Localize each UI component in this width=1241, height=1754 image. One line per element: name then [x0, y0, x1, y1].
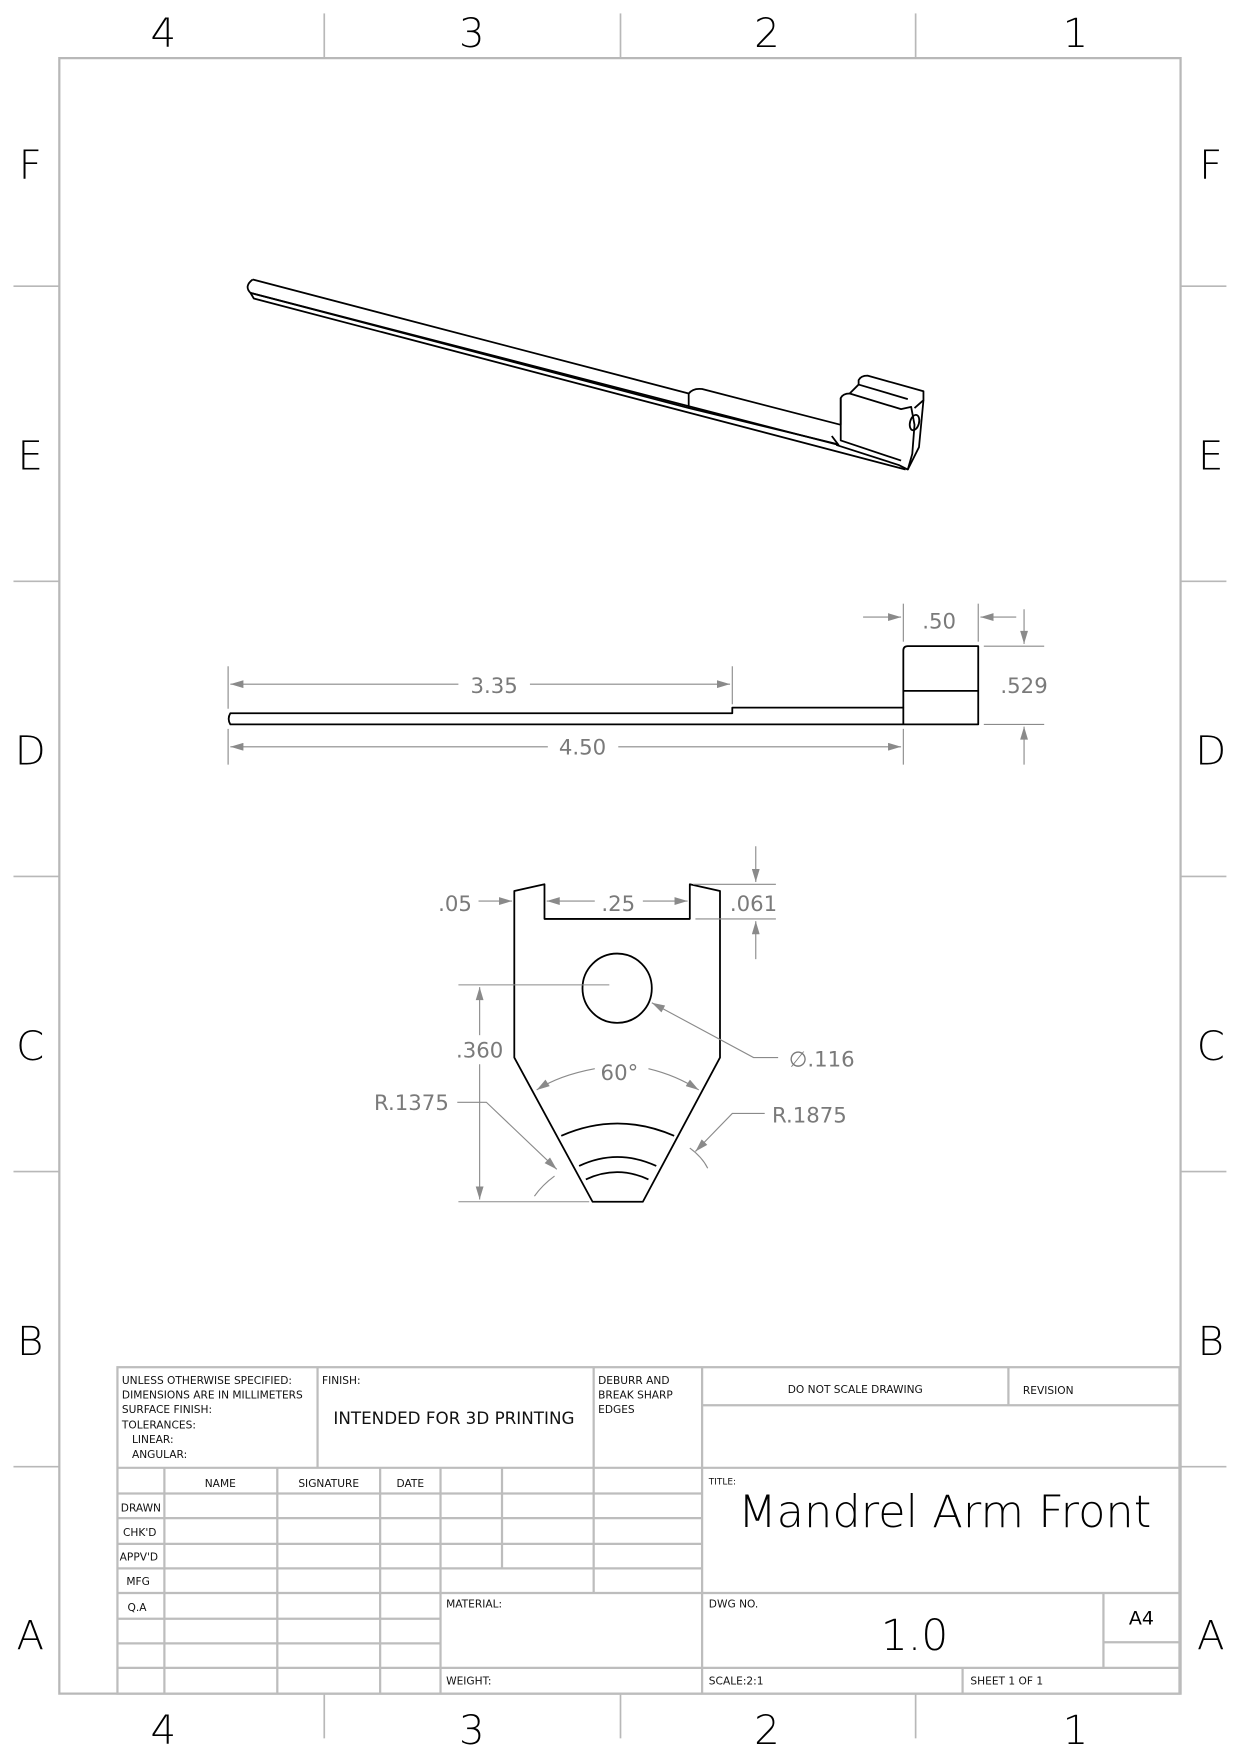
title-block: UNLESS OTHERWISE SPECIFIED: DIMENSIONS A…	[116, 1366, 1181, 1695]
zone-row-b-right: B	[1198, 1319, 1224, 1365]
zone-col-2-bottom: 2	[754, 1708, 780, 1754]
scale: SCALE:2:1	[709, 1675, 764, 1688]
side-view: 3.35 4.50 .50 .529	[227, 603, 1048, 765]
zone-row-d: D	[15, 729, 46, 775]
zone-row-e-right: E	[1198, 434, 1223, 480]
sheet-size: A4	[1129, 1607, 1154, 1629]
zone-col-1: 1	[1063, 11, 1089, 57]
zone-labels: 4 3 2 1 4 3 2 1 F E D C B A F E D C B A	[15, 11, 1226, 1754]
zone-row-a-right: A	[1197, 1613, 1225, 1659]
zone-col-4-bottom: 4	[150, 1708, 176, 1754]
title-label: TITLE:	[708, 1478, 736, 1488]
front-view: .05 .25 .061 .360 ∅.116 60° R.1375 R.187…	[374, 846, 855, 1203]
row-checked: CHK'D	[123, 1526, 156, 1539]
note-line-2: DIMENSIONS ARE IN MILLIMETERS	[122, 1389, 303, 1402]
deburr-line-2: BREAK SHARP	[598, 1389, 673, 1402]
note-line-6: ANGULAR:	[132, 1448, 187, 1461]
weight-label: WEIGHT:	[446, 1675, 491, 1688]
sheet-border	[58, 57, 1182, 1695]
sheet-number: SHEET 1 OF 1	[970, 1675, 1043, 1688]
dim-r-0-1875: R.1875	[772, 1103, 847, 1128]
note-line-4: TOLERANCES:	[121, 1419, 196, 1432]
zone-col-1-bottom: 1	[1063, 1708, 1089, 1754]
dim-0-360: .360	[456, 1039, 503, 1064]
dim-0-061: .061	[730, 892, 777, 917]
dim-0-529: .529	[1000, 674, 1047, 699]
revision-label: REVISION	[1023, 1384, 1074, 1397]
dim-60-deg: 60°	[601, 1061, 639, 1086]
zone-col-3: 3	[459, 11, 485, 57]
header-signature: SIGNATURE	[298, 1477, 359, 1490]
dwg-no-label: DWG NO.	[709, 1598, 758, 1611]
dim-4-50: 4.50	[559, 736, 606, 761]
dim-3-35: 3.35	[471, 674, 518, 699]
note-line-1: UNLESS OTHERWISE SPECIFIED:	[122, 1374, 292, 1387]
dim-r-0-1375: R.1375	[374, 1091, 449, 1116]
material-label: MATERIAL:	[446, 1598, 502, 1611]
finish-label: FINISH:	[322, 1374, 361, 1387]
isometric-view	[246, 278, 925, 471]
zone-row-f-right: F	[1199, 143, 1222, 189]
note-line-5: LINEAR:	[132, 1433, 174, 1446]
do-not-scale: DO NOT SCALE DRAWING	[788, 1383, 923, 1396]
drawing-title: Mandrel Arm Front	[738, 1485, 1151, 1538]
finish-value: INTENDED FOR 3D PRINTING	[333, 1408, 574, 1428]
note-line-3: SURFACE FINISH:	[122, 1403, 212, 1416]
row-qa: Q.A	[128, 1601, 148, 1614]
dwg-no: 1.0	[881, 1612, 949, 1661]
zone-row-b: B	[17, 1319, 43, 1365]
zone-col-2: 2	[754, 11, 780, 57]
row-drawn: DRAWN	[121, 1501, 161, 1514]
header-name: NAME	[205, 1477, 236, 1490]
deburr-line-3: EDGES	[598, 1403, 635, 1416]
zone-ticks	[13, 13, 1227, 1739]
dim-dia-0-116: ∅.116	[789, 1047, 855, 1072]
zone-col-4: 4	[150, 11, 176, 57]
zone-row-f: F	[19, 143, 42, 189]
dim-0-25: .25	[601, 892, 635, 917]
zone-row-d-right: D	[1195, 729, 1226, 775]
row-mfg: MFG	[126, 1575, 149, 1588]
dim-0-50: .50	[922, 609, 956, 634]
zone-row-a: A	[16, 1613, 44, 1659]
zone-row-c: C	[16, 1024, 44, 1070]
zone-col-3-bottom: 3	[459, 1708, 485, 1754]
deburr-line-1: DEBURR AND	[598, 1374, 669, 1387]
dim-0-05: .05	[438, 892, 472, 917]
header-date: DATE	[397, 1477, 425, 1490]
zone-row-e: E	[18, 434, 43, 480]
row-approved: APPV'D	[120, 1551, 158, 1564]
zone-row-c-right: C	[1197, 1024, 1225, 1070]
